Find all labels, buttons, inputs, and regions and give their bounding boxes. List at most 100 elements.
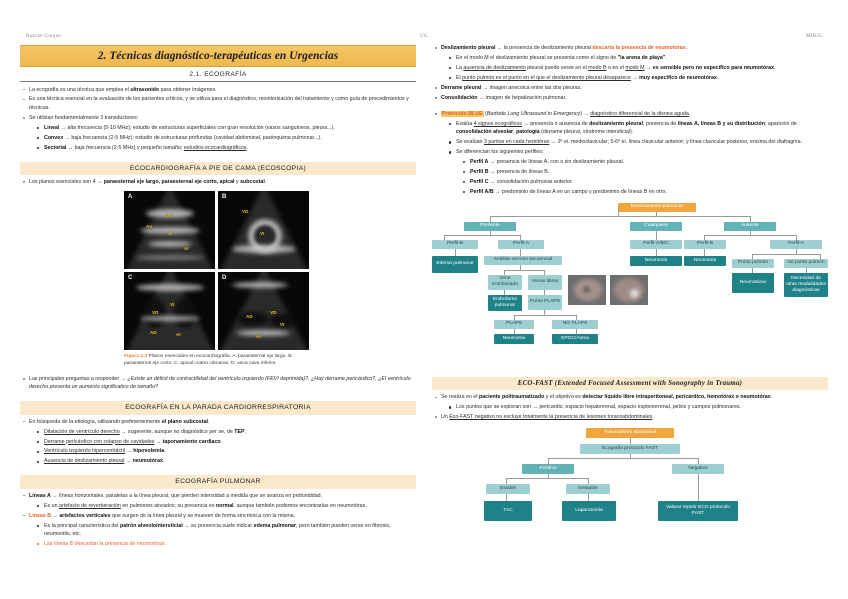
flow-node-presente: Presente xyxy=(464,221,516,231)
lung-item: Líneas A → líneas horizontales, paralela… xyxy=(20,492,416,501)
pleural-finding-item: En el modo M el deslizamiento pleural se… xyxy=(432,54,828,63)
fast-node-negativo: Negativo xyxy=(672,463,724,474)
pleural-finding-item: Consolidación → imagen de hepatización p… xyxy=(432,94,828,103)
us-label: AI xyxy=(184,245,189,251)
flow-node-venas-libres: Venas libres xyxy=(528,274,562,290)
fast-node-valorar: Valorar repetir ECO protocolo FAST xyxy=(658,500,738,521)
echo-intro-item: Los planos esenciales son 4 → paraestern… xyxy=(20,178,416,187)
blue-protocol-item: Se diferencian los siguientes perfiles: xyxy=(432,148,828,157)
lung-item: Las líneas B descartan la presencia de n… xyxy=(20,540,416,549)
thorax-photo-1 xyxy=(568,274,606,305)
eco-fast-flowchart: Traumatismo abdominal Ecografía protocol… xyxy=(480,427,780,538)
pleural-finding-item: La ausencia de deslizamiento pleural pue… xyxy=(432,64,828,73)
eco-fast-item: Los puntos que se exploran son → pericar… xyxy=(432,403,828,412)
blue-protocol-item: Perfil A/B → predominio de líneas A en u… xyxy=(432,188,828,197)
lung-ultrasound-band: ECOGRAFÍA PULMONAR xyxy=(20,475,416,489)
blue-protocol-item: Protocolo BLUE (Bedside Lung Ultrasound … xyxy=(432,110,828,119)
flow-node-neumotorax: Neumotórax xyxy=(732,272,774,293)
left-column: 2. Técnicas diagnóstico-terapéuticas en … xyxy=(20,41,416,550)
us-label: VI xyxy=(280,321,285,327)
section-subtitle: 2.1. ECOGRAFÍA xyxy=(20,67,416,82)
us-label: VI xyxy=(170,301,175,307)
us-label: AI xyxy=(256,333,261,339)
pleural-findings-list: Deslizamiento pleural → la presencia de … xyxy=(432,44,828,102)
flow-node-no-plaps: NO PLAPS xyxy=(552,319,598,329)
us-label: AD xyxy=(150,329,157,335)
flow-node-edema-pulmonar: Edema pulmonar xyxy=(432,255,478,273)
intro-list: La ecografía es una técnica que emplea e… xyxy=(20,86,416,153)
flow-node-epoc-asma: EPOC/Asma xyxy=(552,333,598,344)
flow-node-perfil-b-1: Perfil-B xyxy=(432,239,478,249)
panel-letter-d: D xyxy=(222,274,227,281)
flow-node-neumonia-abc: Neumonía xyxy=(630,255,682,266)
fast-node-estable: Estable xyxy=(486,483,530,494)
fast-node-tac: TAC xyxy=(484,500,532,521)
flow-node-embolismo-pulmonar: Embolismo pulmonar xyxy=(488,294,522,311)
ultrasound-panel-a: A VD Ao VI AI xyxy=(124,190,215,269)
echo-question-item: Las principales preguntas a responder → … xyxy=(20,375,416,392)
intro-item: Es una técnica esencial en la evaluación… xyxy=(20,95,416,112)
blue-protocol-item: Perfil C → consolidación pulmonar anteri… xyxy=(432,178,828,187)
echocardiography-band: ECOCARDIOGRAFÍA A PIE DE CAMA (ECOSCOPIA… xyxy=(20,161,416,176)
blue-protocol-item: Evalúa 4 signos ecográficos → presencia … xyxy=(432,120,828,137)
flow-node-cualquiera: Cualquiera xyxy=(630,221,682,231)
flow-node-neumonia-plaps: Neumonía xyxy=(494,333,534,344)
us-label: Ao xyxy=(146,223,153,229)
lung-item: Líneas B → artefactos verticales que sur… xyxy=(20,512,416,521)
us-label: VI xyxy=(168,230,173,236)
blue-protocol-flowchart: Deslizamiento pulmonar Presente Cualquie… xyxy=(432,202,828,368)
fast-node-ecografia: Ecografía protocolo FAST xyxy=(580,443,680,454)
right-column: Deslizamiento pleural → la presencia de … xyxy=(432,44,828,538)
flow-node-analisis-venoso: Análisis venoso secuencial xyxy=(484,255,562,265)
thorax-photo-2 xyxy=(610,274,648,305)
ultrasound-panel-b: B VD VI xyxy=(218,190,309,269)
cardiac-arrest-list: En búsqueda de la etiología, utilizando … xyxy=(20,418,416,466)
panel-letter-a: A xyxy=(128,193,133,200)
pleural-finding-item: Derrame pleural → imagen anecoica entre … xyxy=(432,84,828,93)
flow-node-perfil-abc: Perfil-A/B/C xyxy=(630,239,682,249)
intro-item: Convex → baja frecuencia (2-5 MHz); estu… xyxy=(20,134,416,143)
fast-node-inestable: Inestable xyxy=(566,483,610,494)
cardiac-arrest-item: Derrame pericárdico con colapso de cavid… xyxy=(20,438,416,447)
us-label: VD xyxy=(270,309,277,315)
figure-caption-text: Planos esenciales en ecocardiografía. A:… xyxy=(124,353,293,367)
pleural-finding-item: Deslizamiento pleural → la presencia de … xyxy=(432,44,828,53)
flow-node-punto-plaps: Punto PLAPS xyxy=(528,294,562,310)
us-label: VD xyxy=(242,208,249,214)
cardiac-arrest-band: ECOGRAFÍA EN LA PARADA CARDIORRESPIRATOR… xyxy=(20,401,416,415)
flow-node-root: Deslizamiento pulmonar xyxy=(618,202,696,212)
cardiac-arrest-item: En búsqueda de la etiología, utilizando … xyxy=(20,418,416,427)
panel-letter-b: B xyxy=(222,193,227,200)
intro-item: La ecografía es una técnica que emplea e… xyxy=(20,86,416,95)
cardiac-arrest-item: Ventrículo izquierdo hipercontráctil → h… xyxy=(20,447,416,456)
blue-protocol-item: Perfil B → presencia de líneas B. xyxy=(432,168,828,177)
us-label: VD xyxy=(152,309,159,315)
fast-node-root: Traumatismo abdominal xyxy=(586,427,674,438)
intro-item: Sectorial → baja frecuencia (2-5 MHz) y … xyxy=(20,144,416,153)
figure-caption: Figura 2.3 Planos esenciales en ecocardi… xyxy=(124,353,312,368)
figure-number: Figura 2.3 xyxy=(124,353,148,359)
blue-protocol-list: Protocolo BLUE (Bedside Lung Ultrasound … xyxy=(432,110,828,197)
running-head-right: MIR25 xyxy=(806,33,822,39)
us-label: VI xyxy=(260,230,265,236)
blue-protocol-item: Perfil A → presencia de líneas A, con o … xyxy=(432,158,828,167)
flow-node-no-punto-pulmon: No punto pulmón xyxy=(784,258,828,268)
us-label: VD xyxy=(166,212,173,218)
flow-node-perfil-a-2: Perfil-A xyxy=(770,239,822,249)
page-title: 2. Técnicas diagnóstico-terapéuticas en … xyxy=(20,45,416,67)
eco-fast-list: Se realiza en el paciente politraumatiza… xyxy=(432,393,828,422)
blue-protocol-item: Se evalúan 3 puntos en cada hemitórax → … xyxy=(432,138,828,147)
lung-item: Es la principal característica del patró… xyxy=(20,522,416,539)
eco-fast-item: Un Eco-FAST negativo no excluye totalmen… xyxy=(432,413,828,422)
intro-item: Lineal → alta frecuencia (5-10 MHz); est… xyxy=(20,124,416,133)
lung-item: Es un artefacto de reverberación en pulm… xyxy=(20,502,416,511)
fast-node-positivo: Positivo xyxy=(522,463,574,474)
flow-node-vena-trombosada: Vena trombosada xyxy=(488,274,522,290)
eco-fast-item: Se realiza en el paciente politraumatiza… xyxy=(432,393,828,402)
fast-node-laparotomia: Laparotomía xyxy=(562,500,616,521)
ultrasound-panel-d: D AD VD VI AI xyxy=(218,271,309,350)
flow-node-perfil-b-2: Perfil-B xyxy=(684,239,726,249)
us-label: AI xyxy=(176,331,181,337)
panel-letter-c: C xyxy=(128,274,133,281)
